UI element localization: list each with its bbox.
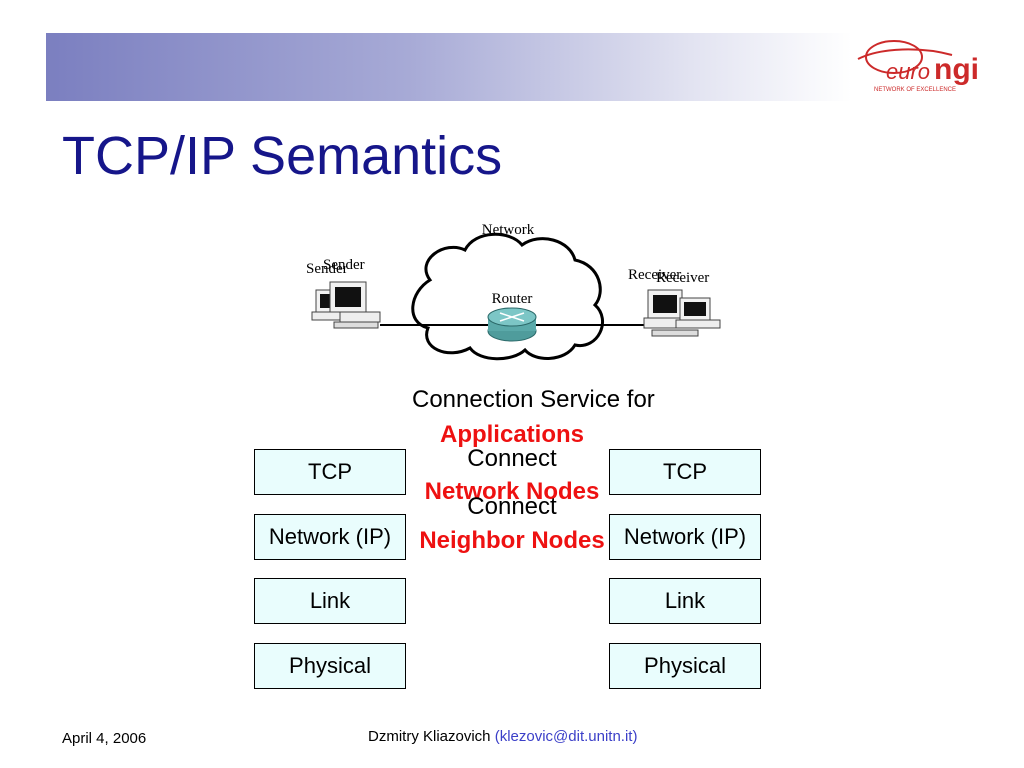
left-physical-layer: Physical — [254, 643, 406, 689]
sender-label: Sender — [306, 261, 348, 277]
sender-label-overlap: Sender — [323, 257, 365, 273]
network-label: Network — [482, 222, 535, 238]
footer-author: Dzmitry Kliazovich (klezovic@dit.unitn.i… — [368, 728, 637, 745]
neighbor-service-highlight: Neighbor Nodes — [419, 527, 605, 554]
network-service-highlight: Network Nodes — [424, 478, 600, 505]
app-service-highlight: Applications — [439, 421, 584, 448]
receiver-label: Receiver — [628, 267, 681, 283]
router-label: Router — [492, 291, 533, 307]
sender-computer-icon — [311, 281, 381, 329]
router-icon — [487, 307, 537, 342]
neighbor-service-label: Connect — [467, 493, 557, 520]
receiver-label-overlap: Receiver — [656, 270, 709, 286]
author-email[interactable]: (klezovic@dit.unitn.it) — [494, 728, 638, 745]
header-gradient-bar — [46, 33, 852, 101]
left-network-layer: Network (IP) — [254, 514, 406, 560]
right-network-layer: Network (IP) — [609, 514, 761, 560]
app-service-label: Connection Service for — [412, 386, 655, 413]
right-physical-layer: Physical — [609, 643, 761, 689]
receiver-computer-icon — [643, 289, 721, 337]
left-link-layer: Link — [254, 578, 406, 624]
svg-text:ngi: ngi — [934, 53, 979, 86]
cloud-icon — [411, 232, 604, 361]
svg-text:euro: euro — [886, 59, 930, 84]
right-link-layer: Link — [609, 578, 761, 624]
eurongi-logo: euro ngi NETWORK OF EXCELLENCE — [852, 33, 1008, 95]
left-tcp-layer: TCP — [254, 449, 406, 495]
network-service-label: Connect — [467, 445, 557, 472]
author-name: Dzmitry Kliazovich — [368, 728, 491, 745]
svg-text:NETWORK OF EXCELLENCE: NETWORK OF EXCELLENCE — [874, 87, 956, 93]
slide-title: TCP/IP Semantics — [62, 126, 503, 186]
right-tcp-layer: TCP — [609, 449, 761, 495]
footer-date: April 4, 2006 — [62, 730, 147, 747]
